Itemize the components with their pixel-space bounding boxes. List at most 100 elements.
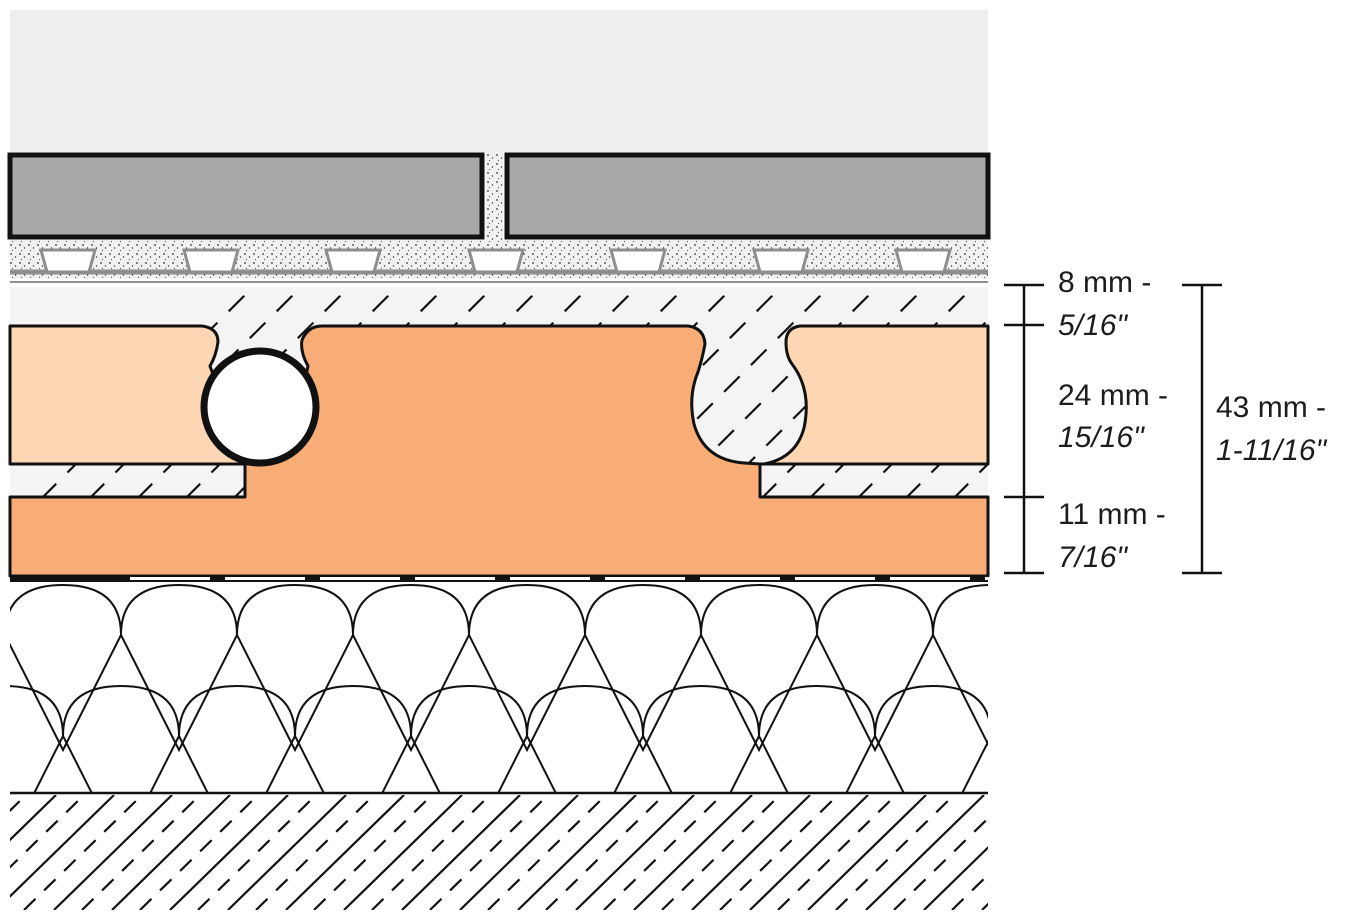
slab-hatch-solid (343, 795, 463, 910)
membrane-cavity (182, 248, 240, 274)
dim-24mm-imperial: 15/16" (1058, 421, 1145, 454)
membrane-cavity (894, 248, 952, 274)
heating-cable (200, 347, 320, 467)
insulation-pattern (0, 583, 1165, 793)
slab-hatch-solid (285, 795, 405, 910)
insulation-cell (467, 583, 587, 753)
slab-hatch-solid (923, 846, 988, 910)
insulation-cell (10, 583, 123, 753)
slab-hatch-solid (517, 795, 637, 910)
slab-hatch-dashed (371, 795, 491, 910)
slab-hatch-dashed (487, 795, 607, 910)
slab-hatch-solid (807, 795, 927, 910)
slab-hatch-solid (1098, 795, 1216, 910)
slab-hatch-solid (169, 795, 289, 910)
insulation-cell (61, 684, 181, 793)
membrane-underside-fleece (10, 576, 1160, 582)
slab-hatch-solid (575, 795, 695, 910)
fleece-dash (795, 577, 875, 580)
insulation-cell (757, 684, 877, 793)
fleece-dash (1080, 577, 1160, 580)
insulation-cell (235, 583, 355, 753)
slab-hatch-dashed (81, 795, 201, 910)
slab-hatch-solid (865, 795, 985, 910)
dimension-labels: 8 mm - 5/16" 24 mm - 15/16" 11 mm - 7/16… (1058, 266, 1328, 574)
dimension-lines (1004, 283, 1222, 575)
slab-hatch-solid (10, 795, 57, 842)
air-above-floor (10, 10, 988, 152)
dim-11mm-imperial: 7/16" (1058, 541, 1128, 574)
membrane-cavities (39, 248, 952, 274)
insulation-cell (409, 684, 529, 793)
fleece-dash (605, 577, 685, 580)
membrane-cavity (609, 248, 667, 274)
slab-hatch-dashed (951, 873, 988, 910)
insulation-layer (0, 582, 1165, 795)
grout-joint (486, 152, 503, 240)
insulation-cell (641, 684, 761, 793)
concrete-slab (10, 795, 1244, 910)
slab-hatch-solid (981, 902, 988, 910)
tile-right (504, 152, 991, 240)
insulation-cell (10, 685, 65, 793)
slab-hatch-solid (401, 795, 521, 910)
fleece-dash (985, 577, 1065, 580)
dim-8mm-imperial: 5/16" (1058, 309, 1128, 342)
slab-hatch-solid (633, 795, 753, 910)
tile-left (7, 152, 485, 240)
screed-hatch-line (489, 287, 783, 577)
insulation-cell (293, 684, 413, 793)
slab-hatch-dashed (603, 795, 723, 910)
membrane-cavity (752, 248, 810, 274)
slab-hatch-solid (227, 795, 347, 910)
screed-hatch-line (57, 287, 351, 577)
slab-hatch-dashed (1126, 795, 1244, 910)
insulation-cell (525, 684, 645, 793)
insulation-cell (815, 583, 935, 753)
slab-hatch-solid (10, 795, 115, 898)
insulation-cell (351, 583, 471, 753)
dim-8mm-metric: 8 mm - (1058, 266, 1151, 299)
fleece-dash (700, 577, 780, 580)
slab-hatch-solid (459, 795, 579, 910)
slab-hatch-solid (749, 795, 869, 910)
insulation-cell (119, 583, 239, 753)
fleece-dash (415, 577, 495, 580)
screed-hatch-line (537, 287, 831, 577)
insulation-cell (1049, 585, 1165, 750)
fleece-dash (130, 577, 210, 580)
insulation-cell (931, 584, 988, 747)
fleece-dash (225, 577, 305, 580)
membrane-cavity (39, 248, 97, 274)
insulation-cell (177, 684, 297, 793)
slab-hatch-dashed (893, 816, 988, 910)
dim-total-metric: 43 mm - (1216, 391, 1326, 424)
slab-hatch-dashed (719, 795, 839, 910)
fleece-dash (320, 577, 400, 580)
slab-hatch-dashed (777, 795, 897, 910)
slab-hatch-dashed (545, 795, 665, 910)
insulation-cell (583, 583, 703, 753)
fleece-dash (890, 577, 970, 580)
fleece-dash (510, 577, 590, 580)
slab-hatch-dashed (661, 795, 781, 910)
slab-hatch-dashed (313, 795, 433, 910)
fleece-dashes (130, 577, 1160, 580)
membrane-panel-right (762, 324, 990, 466)
slab-hatch-dashed (1010, 795, 1128, 910)
insulation-cell (699, 583, 819, 753)
slab-hatch-solid (111, 795, 231, 910)
membrane-panel-left (8, 324, 247, 466)
membrane-cavity (467, 248, 525, 274)
slab-hatch-dashed (835, 795, 955, 910)
slab-hatch-dashed (1068, 795, 1186, 910)
slab-hatching (10, 795, 1244, 910)
uncoupling-mortar-layer (10, 240, 988, 283)
slab-hatch-dashed (197, 795, 317, 910)
heating-membrane (8, 324, 990, 578)
insulation-cell (0, 585, 5, 750)
dim-total-imperial: 1-11/16" (1216, 434, 1328, 467)
slab-hatch-dashed (255, 795, 375, 910)
tile-layer (7, 152, 991, 240)
